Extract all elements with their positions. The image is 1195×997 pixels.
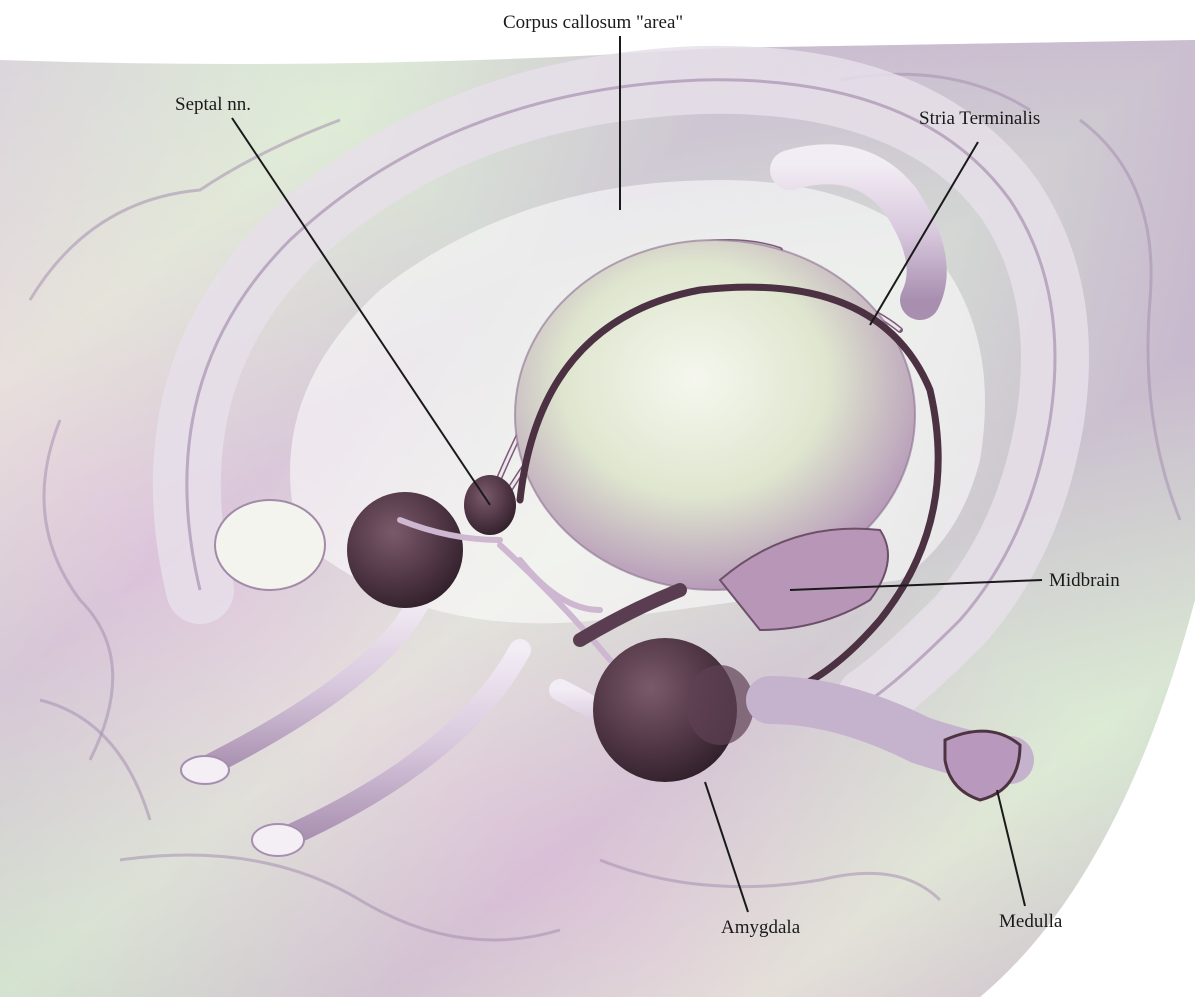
- label-medulla: Medulla: [996, 911, 1065, 932]
- label-amygdala: Amygdala: [718, 917, 803, 938]
- label-midbrain: Midbrain: [1046, 570, 1123, 591]
- label-corpus-callosum: Corpus callosum "area": [500, 12, 686, 33]
- label-stria-terminalis: Stria Terminalis: [916, 108, 1043, 129]
- label-septal-nn: Septal nn.: [172, 94, 254, 115]
